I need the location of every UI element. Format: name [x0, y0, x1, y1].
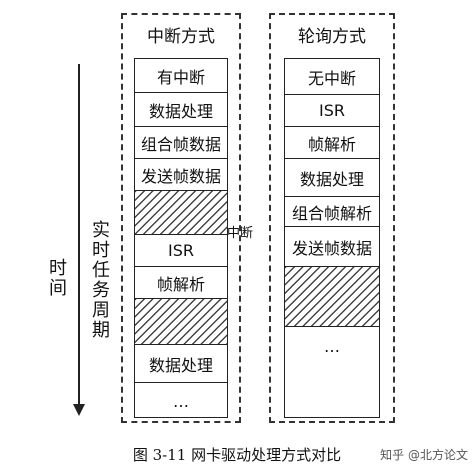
interrupt-mode-title: 中断方式 [147, 27, 215, 47]
polling-cell-idle [285, 267, 379, 327]
polling-cell-4: 数据处理 [285, 159, 379, 197]
time-axis-arrowhead [73, 404, 85, 416]
interrupt-cell-idle-2 [135, 299, 227, 345]
time-axis-label: 时间 [46, 258, 67, 298]
interrupt-mode-panel [121, 13, 241, 423]
polling-cell-3: 帧解析 [285, 127, 379, 159]
interrupt-cell-6: ISR [135, 235, 227, 267]
task-period-label: 实时任务周期 [89, 220, 110, 340]
polling-mode-column: 无中断 ISR 帧解析 数据处理 组合帧解析 发送帧数据 … [284, 58, 380, 418]
polling-cell-8: … [324, 337, 340, 356]
interrupt-marker-label: 中断 [227, 226, 254, 241]
interrupt-cell-4: 发送帧数据 [135, 159, 227, 191]
polling-cell-1: 无中断 [285, 59, 379, 95]
interrupt-cell-idle-1 [135, 191, 227, 235]
interrupt-cell-10: … [173, 391, 189, 411]
interrupt-cell-9: 数据处理 [135, 345, 227, 383]
watermark: 知乎 @北方论文 [380, 448, 468, 462]
interrupt-cell-3: 组合帧数据 [135, 127, 227, 159]
interrupt-cell-2: 数据处理 [135, 93, 227, 127]
time-axis-line [78, 64, 80, 408]
interrupt-cell-7: 帧解析 [135, 267, 227, 299]
time-axis-arrow [73, 64, 85, 418]
polling-cell-2: ISR [285, 95, 379, 127]
polling-cell-6: 发送帧数据 [285, 227, 379, 267]
polling-mode-title: 轮询方式 [298, 27, 366, 47]
interrupt-cell-1: 有中断 [135, 59, 227, 93]
interrupt-mode-column: 有中断 数据处理 组合帧数据 发送帧数据 ISR 帧解析 数据处理 … [134, 58, 228, 418]
polling-mode-panel [269, 13, 395, 423]
figure-caption: 图 3-11 网卡驱动处理方式对比 [132, 446, 342, 464]
polling-cell-5: 组合帧解析 [285, 197, 379, 227]
